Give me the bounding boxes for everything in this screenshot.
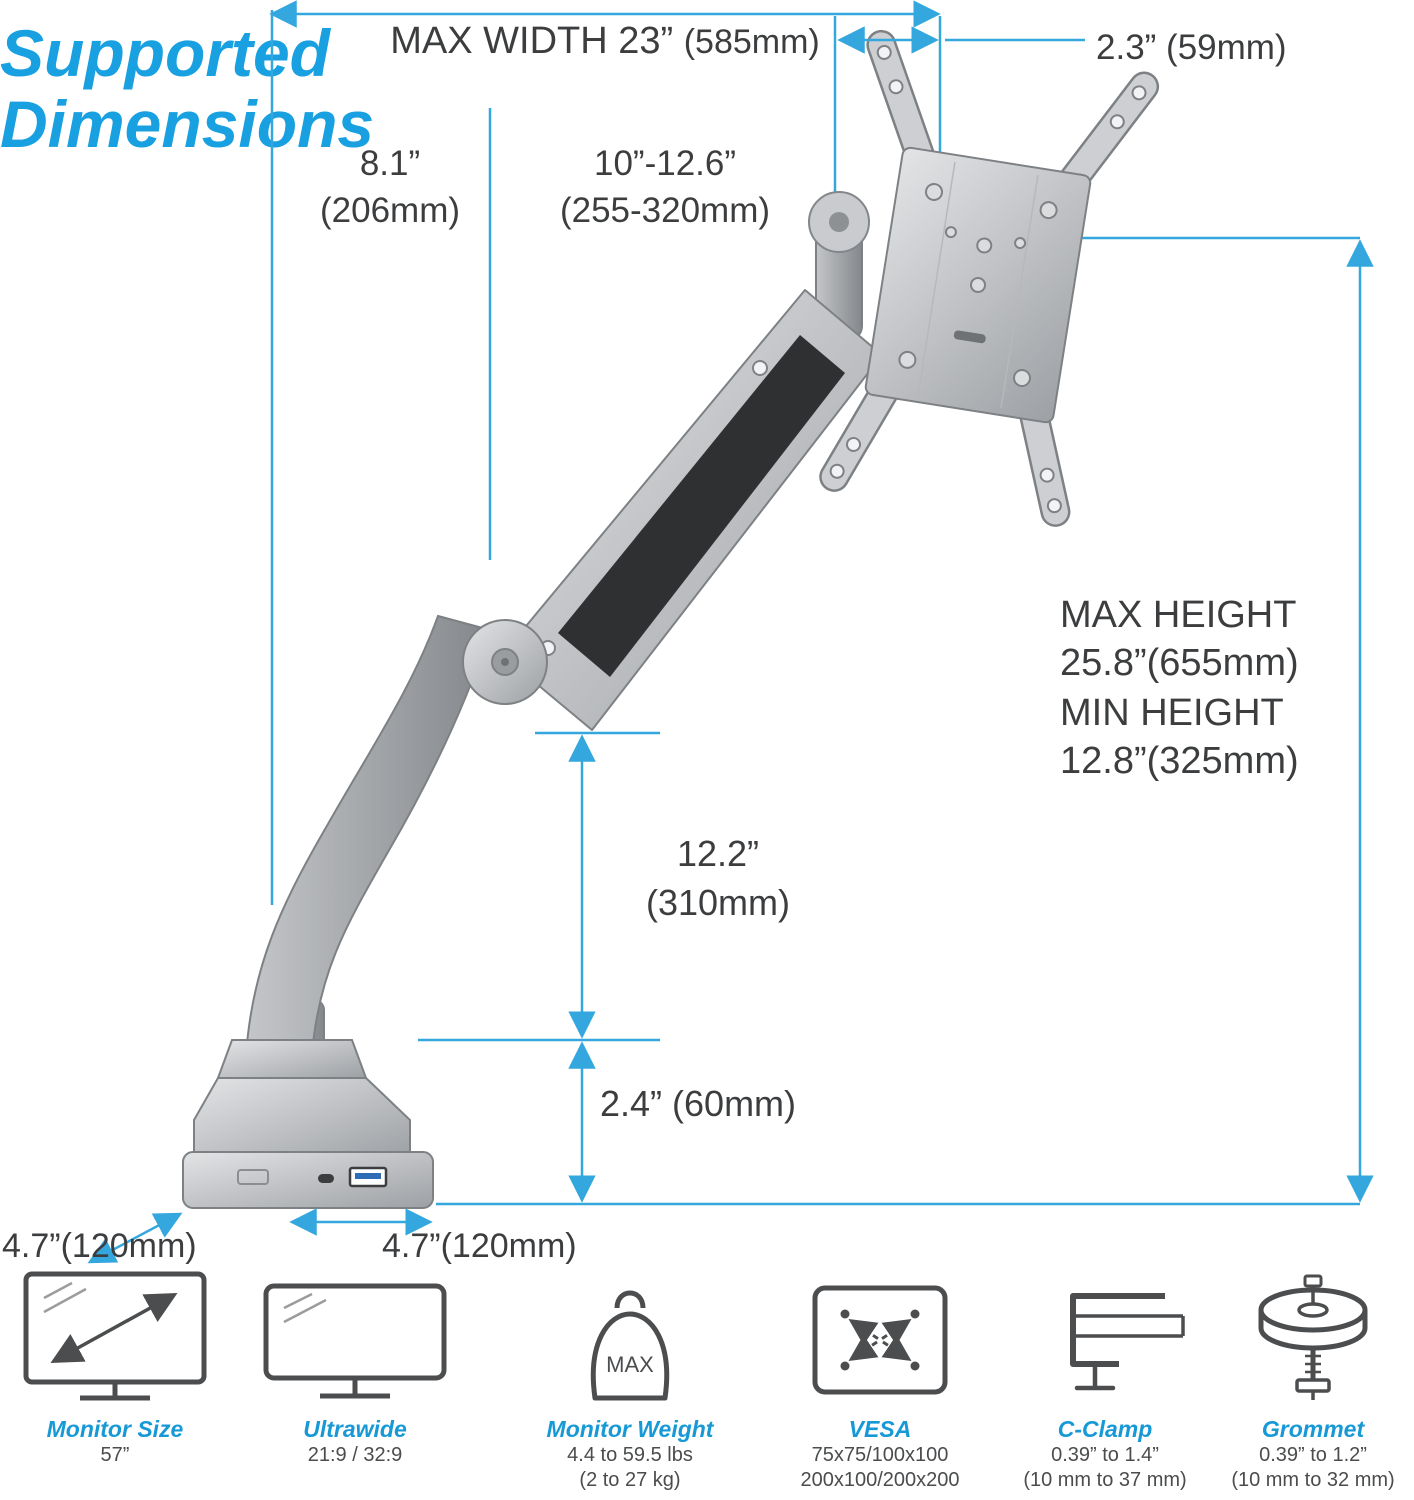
weight-icon: MAX xyxy=(518,1266,742,1408)
feature-value: 57” xyxy=(100,1444,130,1466)
monitor-size-icon xyxy=(15,1266,215,1408)
front-arm-label: 10”-12.6” (255-320mm) xyxy=(532,140,798,235)
title-line-2: Dimensions xyxy=(0,87,375,162)
arm-illustration xyxy=(182,191,883,1209)
feature-value-2: (10 mm to 37 mm) xyxy=(1023,1469,1187,1491)
front-arm-inches: 10”-12.6” xyxy=(593,144,737,183)
feature-monitor-size: Monitor Size 57” xyxy=(15,1266,215,1468)
feature-value-2: 200x100/200x200 xyxy=(800,1469,960,1491)
base-body xyxy=(193,1077,411,1159)
lower-arm xyxy=(244,614,492,1057)
rear-arm-label: 8.1” (206mm) xyxy=(285,140,495,235)
max-width-value: MAX WIDTH 23” xyxy=(390,20,674,62)
feature-value: 75x75/100x100 xyxy=(811,1444,949,1466)
feature-value-2: (10 mm to 32 mm) xyxy=(1231,1469,1395,1491)
ultrawide-icon xyxy=(255,1266,455,1408)
min-height-title: MIN HEIGHT xyxy=(1060,692,1284,734)
feature-value: 0.39” to 1.4” xyxy=(1051,1444,1159,1466)
feature-label: Grommet xyxy=(1261,1416,1365,1442)
base-height-label: 2.4” (60mm) xyxy=(600,1083,797,1124)
min-height-label: MIN HEIGHT 12.8”(325mm) xyxy=(1060,690,1299,785)
feature-label: Ultrawide xyxy=(303,1416,407,1442)
max-height-label: MAX HEIGHT 25.8”(655mm) xyxy=(1060,592,1299,687)
feature-ultrawide: Ultrawide 21:9 / 32:9 xyxy=(255,1266,455,1468)
vesa-icon xyxy=(763,1266,997,1408)
feature-c-clamp: C-Clamp 0.39” to 1.4” (10 mm to 37 mm) xyxy=(1000,1266,1210,1493)
rear-arm-metric: (206mm) xyxy=(319,191,461,231)
vesa-slot xyxy=(953,330,986,344)
min-height-value: 12.8”(325mm) xyxy=(1060,739,1299,782)
max-badge: MAX xyxy=(606,1352,654,1377)
feature-value: 0.39” to 1.2” xyxy=(1259,1444,1367,1466)
feature-value: 21:9 / 32:9 xyxy=(307,1444,403,1466)
dimension-lines xyxy=(87,0,1374,1264)
feature-vesa: VESA 75x75/100x100 200x100/200x200 xyxy=(763,1266,997,1493)
base-depth-label: 4.7”(120mm) xyxy=(2,1227,197,1265)
base-top xyxy=(216,1039,368,1079)
feature-label: C-Clamp xyxy=(1057,1416,1153,1442)
max-width-metric: (585mm) xyxy=(683,23,820,61)
vesa-plate xyxy=(819,29,1160,527)
grommet-icon xyxy=(1214,1266,1412,1408)
front-arm-metric: (255-320mm) xyxy=(559,191,771,231)
base-logo xyxy=(237,1169,269,1185)
base-plate xyxy=(182,1151,434,1209)
rear-arm-inches: 8.1” xyxy=(359,144,421,183)
max-height-value: 25.8”(655mm) xyxy=(1060,641,1299,684)
max-height-title: MAX HEIGHT xyxy=(1060,594,1297,636)
feature-label: VESA xyxy=(848,1416,912,1442)
supported-dimensions-title: Supported Dimensions xyxy=(0,16,1414,162)
top-offset-label: 2.3” (59mm) xyxy=(1096,28,1287,67)
c-clamp-icon xyxy=(1000,1266,1210,1408)
feature-label: Monitor Size xyxy=(46,1416,184,1442)
base-width-label: 4.7”(120mm) xyxy=(382,1227,577,1265)
title-line-1: Supported xyxy=(0,16,330,90)
feature-monitor-weight: MAX Monitor Weight 4.4 to 59.5 lbs (2 to… xyxy=(518,1266,742,1493)
feature-grommet: Grommet 0.39” to 1.2” (10 mm to 32 mm) xyxy=(1214,1266,1412,1493)
riser-height-label: 12.2” (310mm) xyxy=(618,830,818,927)
riser-metric: (310mm) xyxy=(645,881,791,923)
usb-c-port xyxy=(318,1174,334,1183)
riser-inches: 12.2” xyxy=(676,833,760,874)
feature-label: Monitor Weight xyxy=(546,1416,714,1442)
feature-value: 4.4 to 59.5 lbs xyxy=(567,1444,693,1466)
feature-value-2: (2 to 27 kg) xyxy=(579,1469,681,1491)
max-width-label: MAX WIDTH 23” (585mm) xyxy=(272,16,938,67)
